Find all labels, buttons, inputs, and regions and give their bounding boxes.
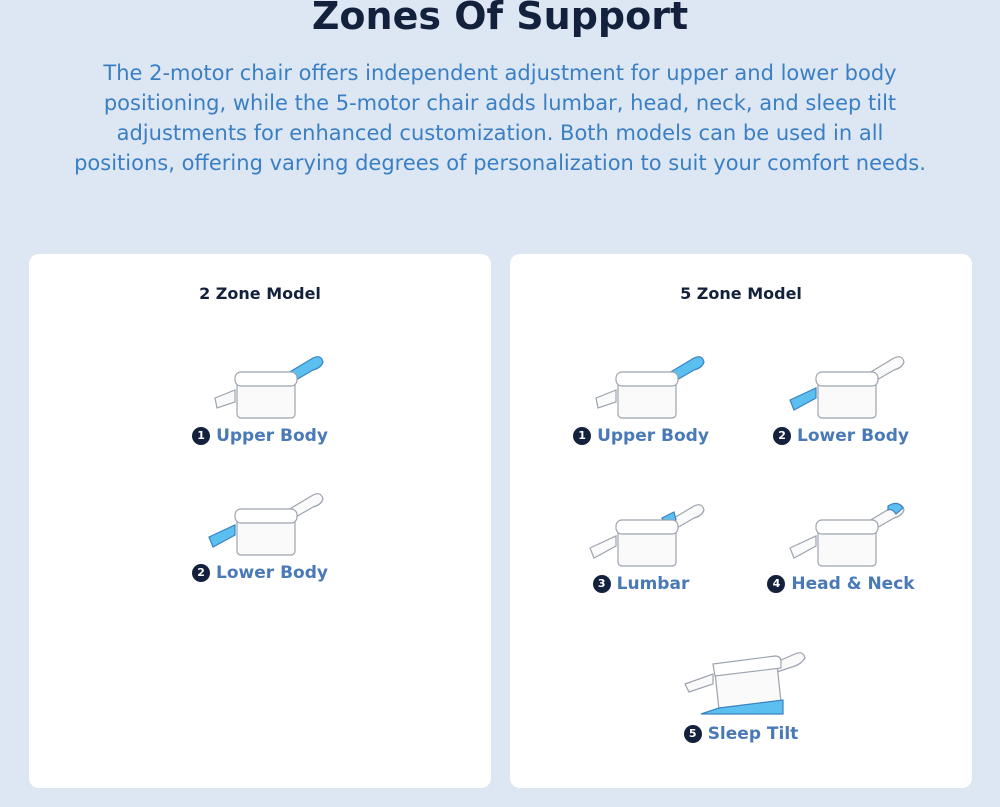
intro-text: The 2-motor chair offers independent adj…: [74, 61, 926, 175]
zone-number-badge: 5: [683, 725, 702, 743]
zone-number-badge: 2: [773, 427, 792, 445]
card-title: 2 Zone Model: [199, 284, 321, 303]
zone-number-badge: 1: [573, 427, 592, 445]
recliner-lower-body-icon: [789, 356, 905, 419]
zone-number-badge: 1: [192, 427, 211, 445]
recliner-lumbar-icon: [589, 504, 705, 567]
recliner-sleep-tilt-icon: [684, 652, 806, 715]
zone-number-badge: 2: [192, 564, 211, 582]
page-title: Zones Of Support: [311, 0, 689, 38]
recliner-lower-body-icon: [208, 493, 324, 556]
zone-number-badge: 4: [767, 575, 786, 593]
recliner-head-neck-icon: [789, 502, 905, 567]
recliner-upper-body-icon: [214, 356, 324, 419]
card-title: 5 Zone Model: [680, 284, 802, 303]
zone-number-badge: 3: [592, 575, 611, 593]
recliner-upper-body-icon: [595, 356, 705, 419]
